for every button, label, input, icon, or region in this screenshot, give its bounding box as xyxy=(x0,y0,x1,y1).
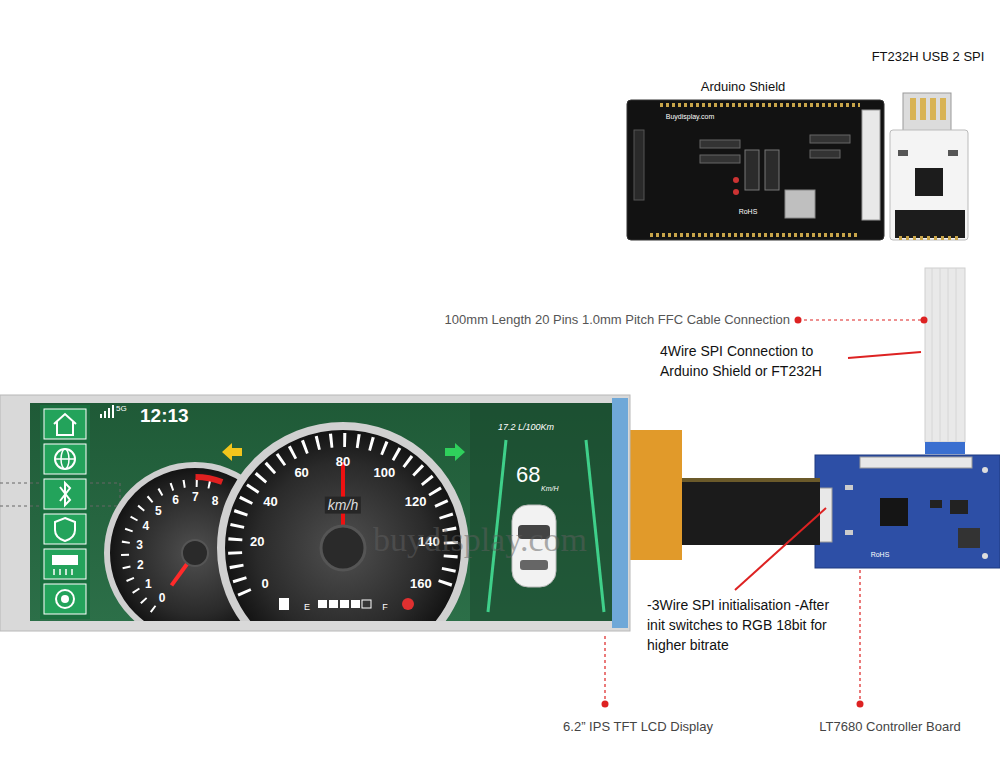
connection-note: 4Wire SPI Connection to Arduino Shield o… xyxy=(660,341,838,381)
arduino-shield xyxy=(627,100,884,240)
board-marking: RoHS xyxy=(871,551,890,559)
speed-scale-number: 20 xyxy=(250,535,264,551)
rpm-scale-number: 8 xyxy=(212,494,219,508)
rpm-scale-number: 1 xyxy=(145,577,152,591)
rpm-scale-number: 7 xyxy=(192,490,199,504)
consumption-text: 17.2 L/100Km xyxy=(498,422,554,433)
lcd-display xyxy=(0,395,630,670)
rpm-scale-number: 3 xyxy=(136,538,143,552)
product-caption: Arduino Shield xyxy=(701,79,786,95)
ft232h-dongle xyxy=(890,93,968,240)
speed-scale-number: 100 xyxy=(374,465,396,481)
leader-lines xyxy=(602,317,928,708)
speed-readout: 68 xyxy=(516,462,540,488)
cable-note: 100mm Length 20 Pins 1.0mm Pitch FFC Cab… xyxy=(445,312,790,328)
controller-board xyxy=(815,455,1000,568)
watermark: buydisplay.com xyxy=(373,520,587,561)
speed-scale-number: 80 xyxy=(336,454,350,470)
part-name: 6.2” IPS TFT LCD Display xyxy=(563,719,713,735)
clock-text: 12:13 xyxy=(140,405,189,428)
fuel-mark: F xyxy=(382,602,388,613)
gauge-unit: km/h xyxy=(325,497,361,514)
speed-scale-number: 0 xyxy=(261,577,268,593)
speed-scale-number: 60 xyxy=(294,465,308,481)
speed-scale-number: 120 xyxy=(405,494,427,510)
orange-fpc xyxy=(628,430,682,560)
fuel-mark: E xyxy=(304,602,310,613)
init-note: -3Wire SPI initialisation -After init sw… xyxy=(647,595,842,655)
rpm-scale-number: 4 xyxy=(142,519,149,533)
part-name: LT7680 Controller Board xyxy=(819,719,960,735)
ffc-cable xyxy=(925,268,965,454)
board-marking: Buydisplay.com xyxy=(666,113,715,121)
rpm-scale-number: 5 xyxy=(155,503,162,517)
flex-edge xyxy=(682,478,820,482)
speed-scale-number: 40 xyxy=(263,494,277,510)
rpm-scale-number: 0 xyxy=(159,591,166,605)
speed-unit: Km/H xyxy=(541,485,559,493)
rpm-scale-number: 2 xyxy=(137,558,144,572)
speed-scale-number: 160 xyxy=(410,577,432,593)
network-text: 5G xyxy=(116,404,127,414)
board-marking: RoHS xyxy=(739,208,758,216)
product-caption: FT232H USB 2 SPI xyxy=(872,49,985,65)
rpm-scale-number: 6 xyxy=(172,493,179,507)
black-flex xyxy=(682,478,820,545)
